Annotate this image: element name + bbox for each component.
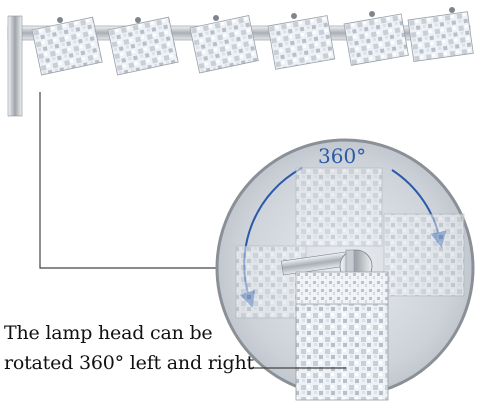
vanity-light-fixture xyxy=(7,7,474,117)
crystal-heads-row xyxy=(31,11,474,76)
rotation-label: 360° xyxy=(318,144,366,168)
chrome-knobs xyxy=(57,7,455,23)
backplate-end-left xyxy=(7,15,23,117)
caption-line-2: rotated 360° left and right xyxy=(4,352,254,374)
leader-line xyxy=(39,92,236,269)
caption-line-1: The lamp head can be xyxy=(4,322,213,344)
zoom-detail-circle xyxy=(215,138,475,401)
crystal-lamp-head xyxy=(295,271,389,401)
